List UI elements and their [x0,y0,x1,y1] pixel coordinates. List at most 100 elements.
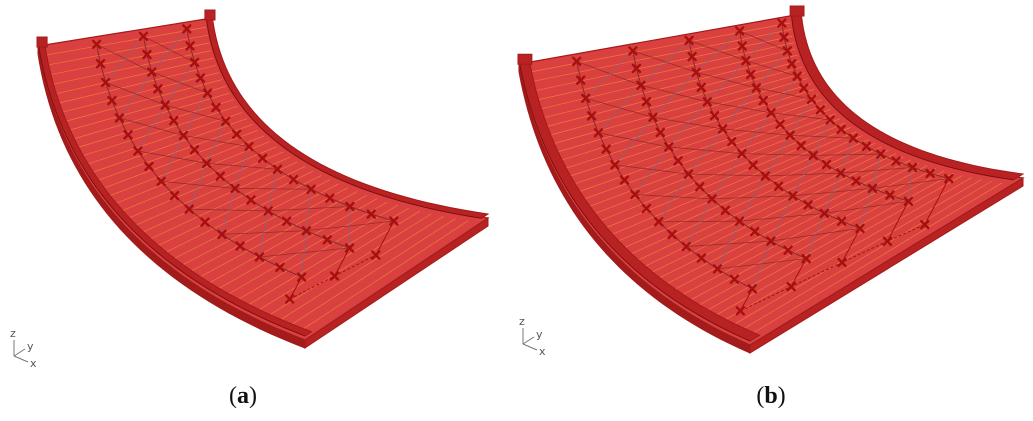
node-marker [160,100,170,110]
node-marker [345,201,355,212]
node-stroke [123,130,133,140]
node-stroke [745,69,756,80]
node-stroke [144,161,154,172]
node-marker [344,243,355,253]
deck-stripe [225,201,388,296]
deck-stripe [605,127,851,229]
node-marker [907,162,918,173]
node-stroke [734,26,745,36]
cross-tendon [756,50,788,89]
cross-tendon [668,146,742,155]
node-marker [783,245,793,255]
deck-stripe [672,162,920,291]
cross-tendon [790,134,854,139]
curb-edge-line [518,59,751,342]
node-stroke [788,191,798,201]
node-marker [389,216,399,226]
cross-tendon [711,153,743,200]
node-marker [848,133,858,143]
cross-tendon [151,71,208,94]
deck-stripe [583,109,831,200]
support-hanger [790,258,807,287]
node-stroke [875,149,886,159]
node-stroke [156,176,166,187]
axis-x-line [13,355,29,363]
node-stroke [641,203,652,214]
node-marker [371,250,381,260]
node-marker [815,105,826,115]
node-marker [925,168,935,179]
node-stroke [785,130,795,140]
node-marker [610,160,620,170]
node-marker [142,49,152,60]
node-stroke [235,241,245,251]
deck-stripe [156,170,314,247]
node-marker [306,184,316,194]
node-marker [737,148,747,159]
node-stroke [687,51,697,62]
node-stroke [301,226,312,236]
cross-tendon [658,173,689,222]
cross-tendon [119,71,153,119]
node-stroke [667,229,677,240]
slab-deck-surface [37,17,490,341]
node-marker [576,75,586,85]
deck-stripe [688,167,936,302]
node-marker [741,55,751,66]
node-stroke [695,182,705,192]
node-stroke [160,100,170,110]
deck-stripe [741,181,992,331]
cross-tendon [668,101,708,148]
node-stroke [855,223,865,234]
axis-x-label: x [539,345,546,358]
support-hanger [334,247,350,277]
cross-tendon [151,28,188,73]
node-marker [189,145,200,155]
deck-stripe [565,88,815,169]
node-stroke [750,226,760,237]
deck-stripes [46,26,469,331]
node-marker [667,229,677,240]
cross-tendon [137,150,207,164]
node-stroke [275,262,285,273]
node-stroke [796,140,806,151]
cross-tendon [234,146,250,189]
caption-b: (b) [741,383,801,410]
node-marker [775,119,785,130]
node-stroke [288,174,299,185]
node-marker [630,189,640,200]
cross-tendon [652,116,723,130]
node-marker [641,203,652,214]
deck-stripe [91,118,248,173]
node-marker [138,31,149,42]
cross-tendon [164,62,195,106]
node-marker [825,115,835,125]
node-marker [729,274,740,284]
node-stroke [801,253,811,264]
cross-tendon [634,194,713,200]
node-stroke [371,250,381,260]
node-stroke [799,83,809,93]
cross-tendon [267,169,278,212]
cross-tendon [206,121,227,164]
node-marker [751,83,762,93]
axis-x-label: x [30,357,37,370]
node-stroke [891,156,901,166]
node-stroke [907,162,918,173]
node-stroke [153,84,163,94]
node-marker [296,272,307,282]
node-stroke [610,160,620,170]
deck-stripe [86,112,243,165]
node-stroke [786,281,796,292]
node-stroke [202,158,212,169]
axis-y-label: y [536,328,543,341]
cross-tendon [221,188,236,235]
node-stroke [848,133,858,143]
node-stroke [571,56,582,67]
node-marker [202,158,212,169]
cross-tendon [614,164,689,175]
node-stroke [766,108,776,118]
node-marker [720,205,730,216]
cross-tendon [805,213,825,259]
cross-tendon [160,135,184,182]
